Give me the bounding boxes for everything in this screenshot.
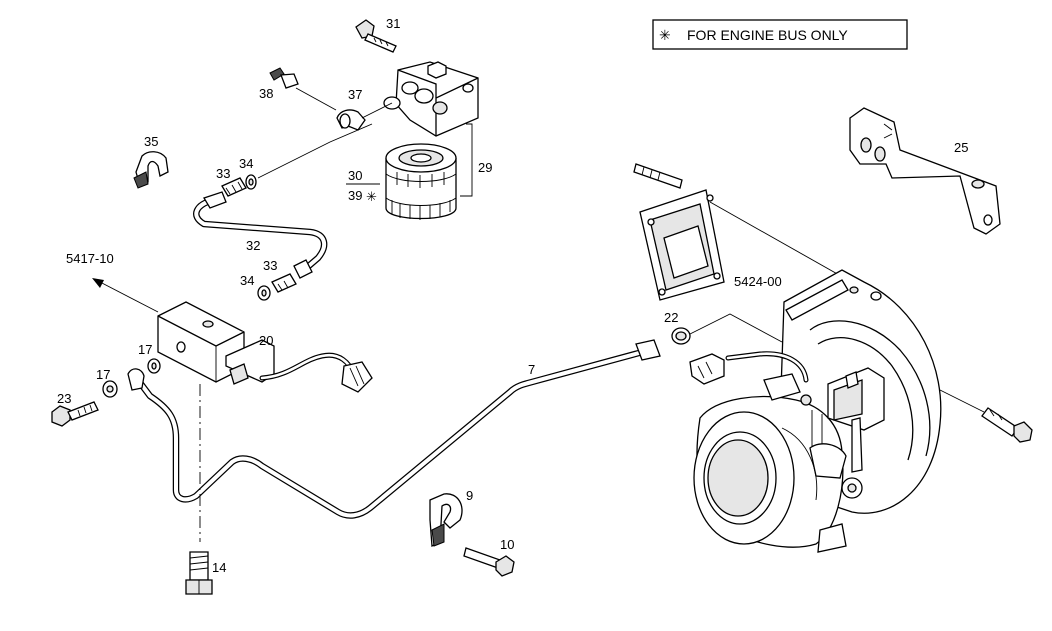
bolt-31 bbox=[355, 19, 397, 53]
label-14: 14 bbox=[212, 560, 226, 575]
label-5424-00: 5424-00 bbox=[734, 274, 782, 289]
washer-17-a bbox=[147, 358, 161, 374]
clip-9 bbox=[429, 493, 463, 548]
bracket-25 bbox=[849, 107, 1001, 235]
pipe-32 bbox=[193, 191, 328, 279]
clamp-22 bbox=[671, 313, 783, 345]
label-22: 22 bbox=[664, 310, 678, 325]
turbo-connector-wire bbox=[689, 351, 809, 385]
label-39: 39 bbox=[348, 188, 362, 203]
bolt-23 bbox=[51, 401, 99, 427]
clamp-35 bbox=[133, 151, 169, 189]
fitting-33-lower bbox=[271, 273, 297, 293]
elbow-37 bbox=[336, 102, 393, 131]
note-box bbox=[652, 19, 908, 50]
engine-bus-note: ✳ FOR ENGINE BUS ONLY bbox=[652, 19, 908, 50]
label-33-lower: 33 bbox=[263, 258, 277, 273]
leader-29 bbox=[460, 123, 473, 197]
sensor-block-20 bbox=[157, 301, 275, 385]
label-29: 29 bbox=[478, 160, 492, 175]
stud bbox=[633, 163, 683, 189]
long-bolt bbox=[939, 389, 1033, 443]
bolt-10 bbox=[463, 547, 515, 577]
turbocharger bbox=[693, 269, 942, 553]
label-20: 20 bbox=[259, 333, 273, 348]
label-9: 9 bbox=[466, 488, 473, 503]
note-text: FOR ENGINE BUS ONLY bbox=[687, 27, 848, 43]
label-30: 30 bbox=[348, 168, 362, 183]
label-35: 35 bbox=[144, 134, 158, 149]
label-31: 31 bbox=[386, 16, 400, 31]
label-32: 32 bbox=[246, 238, 260, 253]
banjo-bolt-14 bbox=[185, 551, 213, 595]
fitting-38 bbox=[269, 67, 337, 111]
label-23: 23 bbox=[57, 391, 71, 406]
fitting-33-upper bbox=[221, 177, 247, 197]
leader-gasket-turbo bbox=[709, 201, 849, 281]
gasket bbox=[639, 189, 725, 301]
label-39-star: ✳ bbox=[366, 189, 377, 204]
filter-head bbox=[383, 61, 479, 137]
label-25: 25 bbox=[954, 140, 968, 155]
label-17-a: 17 bbox=[138, 342, 152, 357]
label-10: 10 bbox=[500, 537, 514, 552]
washer-17-b bbox=[102, 380, 118, 398]
label-17-b: 17 bbox=[96, 367, 110, 382]
reference-arrow-5417 bbox=[92, 278, 159, 313]
washer-34-upper bbox=[245, 174, 257, 190]
label-38: 38 bbox=[259, 86, 273, 101]
label-33-upper: 33 bbox=[216, 166, 230, 181]
label-7: 7 bbox=[528, 362, 535, 377]
label-5417-10: 5417-10 bbox=[66, 251, 114, 266]
sensor-cable bbox=[259, 352, 373, 393]
label-34-upper: 34 bbox=[239, 156, 253, 171]
note-symbol: ✳ bbox=[659, 27, 671, 43]
label-34-lower: 34 bbox=[240, 273, 254, 288]
line-to-head bbox=[257, 123, 373, 179]
label-37: 37 bbox=[348, 87, 362, 102]
filter-cartridge bbox=[385, 143, 457, 220]
pipe-assembly bbox=[127, 339, 661, 519]
washer-34-lower bbox=[257, 285, 271, 301]
